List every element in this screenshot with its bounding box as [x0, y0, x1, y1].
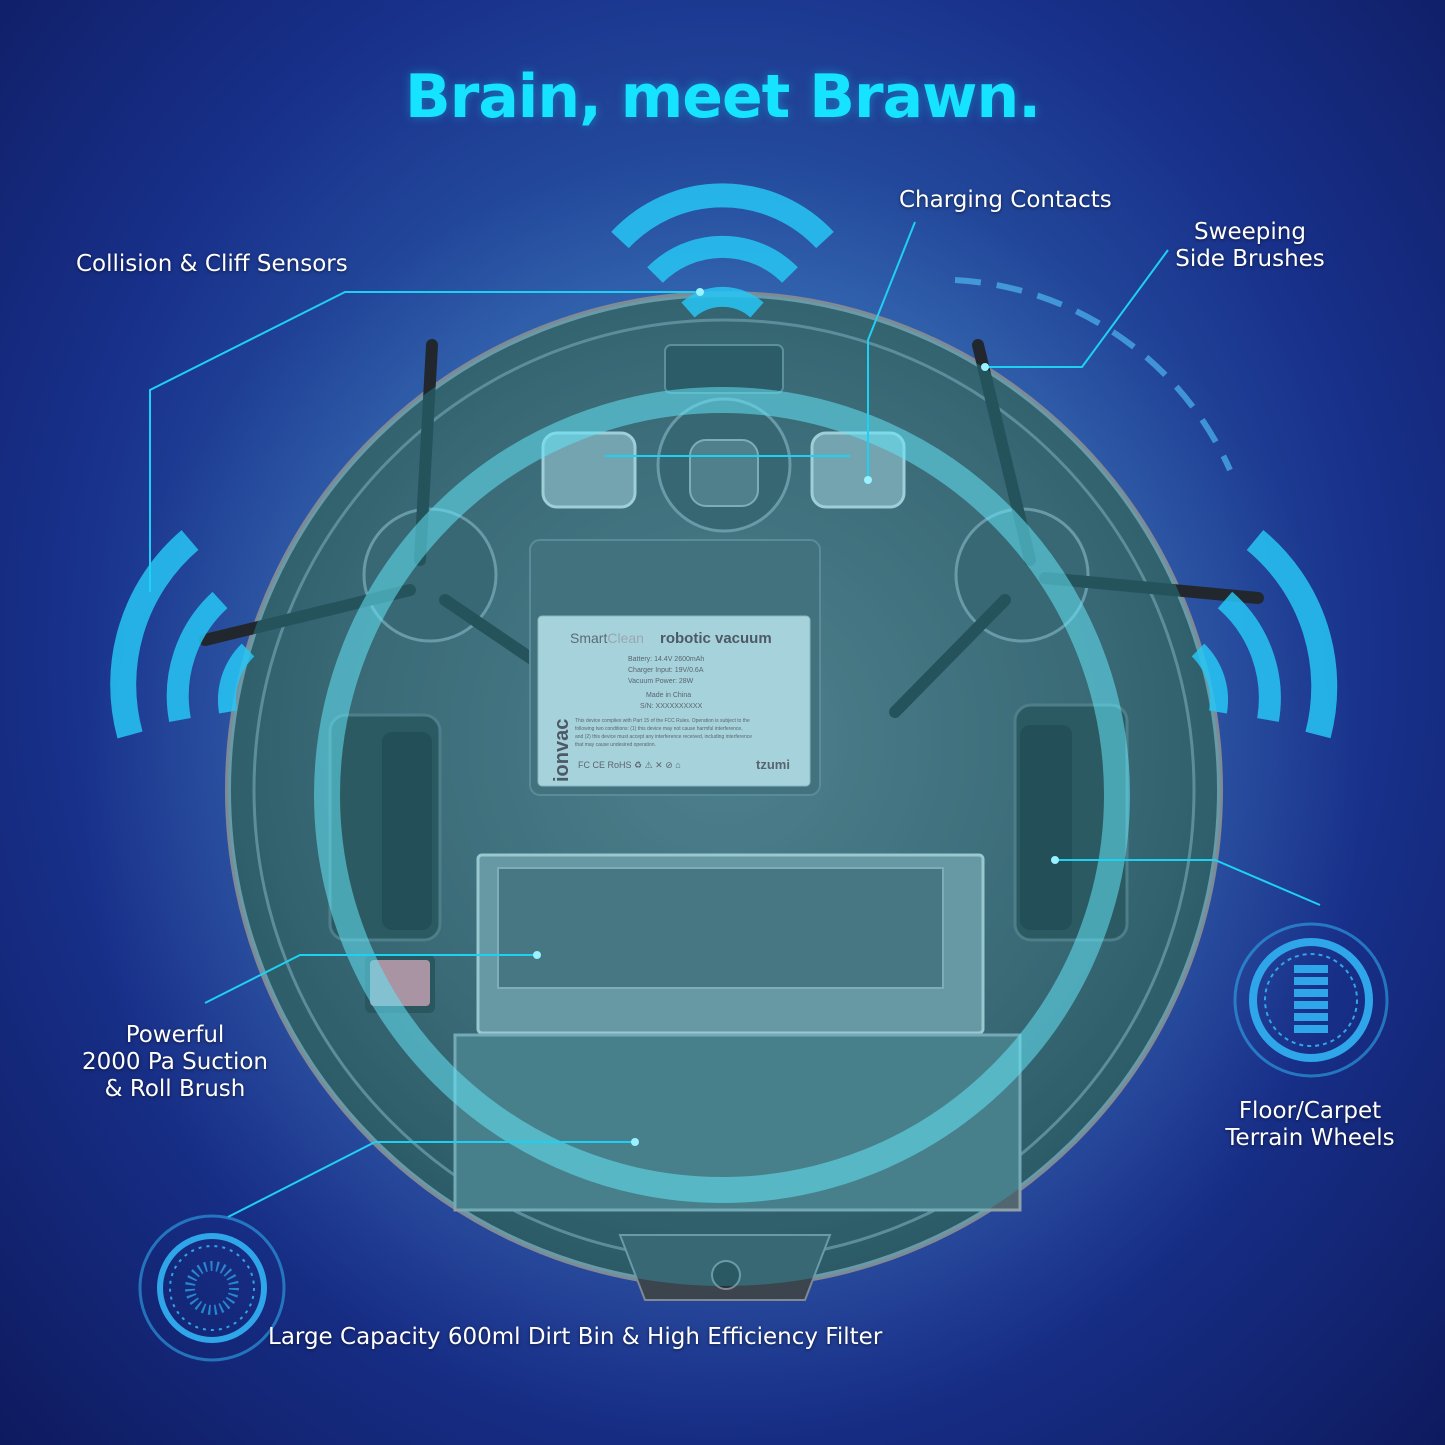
product-label-card: [537, 615, 811, 787]
label-vertical-brand: ionvac: [551, 719, 573, 782]
rear-screw: [711, 1260, 741, 1290]
callout-suction-line-1: Powerful: [125, 1022, 225, 1048]
label-made-in: Made in China: [646, 692, 691, 699]
label-fcc-line-1: This device complies with Part 15 of the…: [575, 718, 750, 724]
callout-charging-contacts: Charging Contacts: [899, 187, 1112, 213]
label-fcc-line-4: that may cause undesired operation.: [575, 742, 656, 748]
label-cert-marks: FC CE RoHS ♻ ⚠ ✕ ⊘ ⌂: [578, 760, 681, 770]
swirl-arc: [954, 277, 1233, 472]
inner-overlay-ring: [314, 387, 1130, 1203]
product-label-text: SmartClean robotic vacuum Battery: 14.4V…: [551, 630, 790, 782]
label-product-name: robotic vacuum: [660, 630, 772, 647]
right-sensor-wave-icon: [1191, 529, 1338, 739]
left-sensor-wave-icon: [110, 530, 255, 739]
label-vacuum-power: Vacuum Power: 28W: [628, 678, 694, 685]
wheel-gauge-icon: [1233, 922, 1389, 1078]
callout-terrain-wheels: Floor/Carpet Terrain Wheels: [1205, 1098, 1415, 1152]
callout-suction: Powerful 2000 Pa Suction & Roll Brush: [60, 1022, 290, 1103]
label-fcc-line-2: following two conditions: (1) this devic…: [575, 726, 743, 732]
wifi-signal-icon: [611, 183, 834, 318]
callout-suction-line-2: 2000 Pa Suction: [82, 1049, 268, 1075]
label-charger-input: Charger Input: 19V/0.6A: [628, 667, 704, 674]
leader-dots: [533, 288, 1059, 1146]
callout-terrain-wheels-line-1: Floor/Carpet: [1238, 1098, 1382, 1124]
callout-collision-cliff-sensors: Collision & Cliff Sensors: [76, 251, 348, 277]
callout-side-brushes: Sweeping Side Brushes: [1150, 219, 1350, 273]
svg-text:SmartClean: SmartClean: [570, 630, 644, 646]
label-brand-smart: Smart: [570, 630, 607, 646]
label-brand-clean: Clean: [607, 630, 644, 646]
callout-dirt-bin: Large Capacity 600ml Dirt Bin & High Eff…: [268, 1324, 883, 1350]
label-serial: S/N: XXXXXXXXXX: [640, 703, 703, 710]
dirt-bin-icon: [138, 1214, 286, 1362]
label-fcc-line-3: and (2) this device must accept any inte…: [575, 734, 752, 740]
callout-terrain-wheels-line-2: Terrain Wheels: [1225, 1125, 1395, 1151]
label-battery: Battery: 14.4V 2600mAh: [628, 656, 704, 663]
callout-side-brushes-line-2: Side Brushes: [1175, 246, 1325, 272]
label-maker: tzumi: [756, 757, 790, 772]
leader-lines: [149, 221, 1321, 1218]
headline: Brain, meet Brawn.: [405, 62, 1041, 132]
callout-side-brushes-line-1: Sweeping: [1194, 219, 1306, 245]
teal-overlay: [228, 294, 1220, 1286]
roll-brush: [497, 867, 944, 989]
callout-suction-line-3: & Roll Brush: [104, 1076, 246, 1102]
